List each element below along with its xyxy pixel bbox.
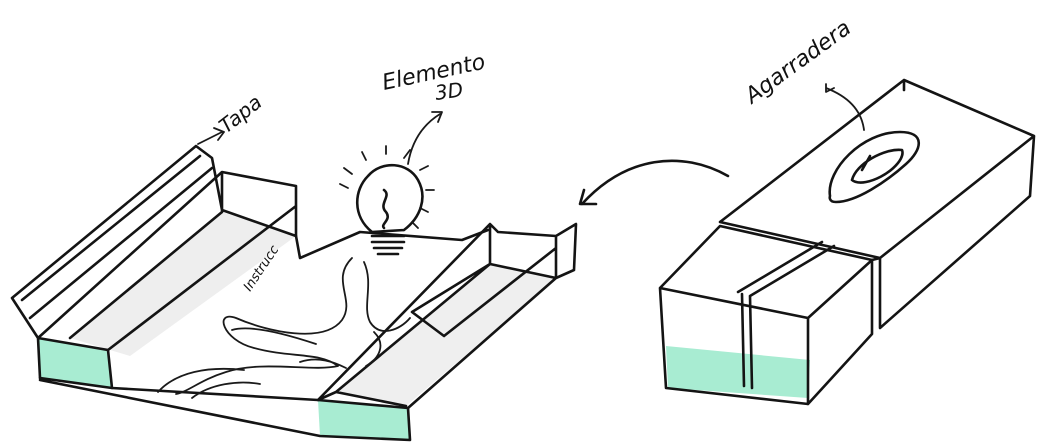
sleeve-box-drawing bbox=[580, 80, 1034, 404]
tapa-pointer-arrow bbox=[198, 128, 224, 144]
label-elemento-3d: 3D bbox=[433, 77, 464, 105]
sleeve-outer bbox=[720, 80, 1034, 328]
open-tray-drawing bbox=[12, 112, 576, 440]
open-direction-arrow bbox=[580, 161, 728, 204]
handle-icon bbox=[830, 132, 919, 202]
label-agarradera: Agarradera bbox=[739, 16, 856, 110]
elemento-pointer-arrow bbox=[408, 112, 442, 164]
agarradera-pointer-arrow bbox=[826, 84, 864, 130]
light-bulb-icon bbox=[357, 165, 422, 254]
